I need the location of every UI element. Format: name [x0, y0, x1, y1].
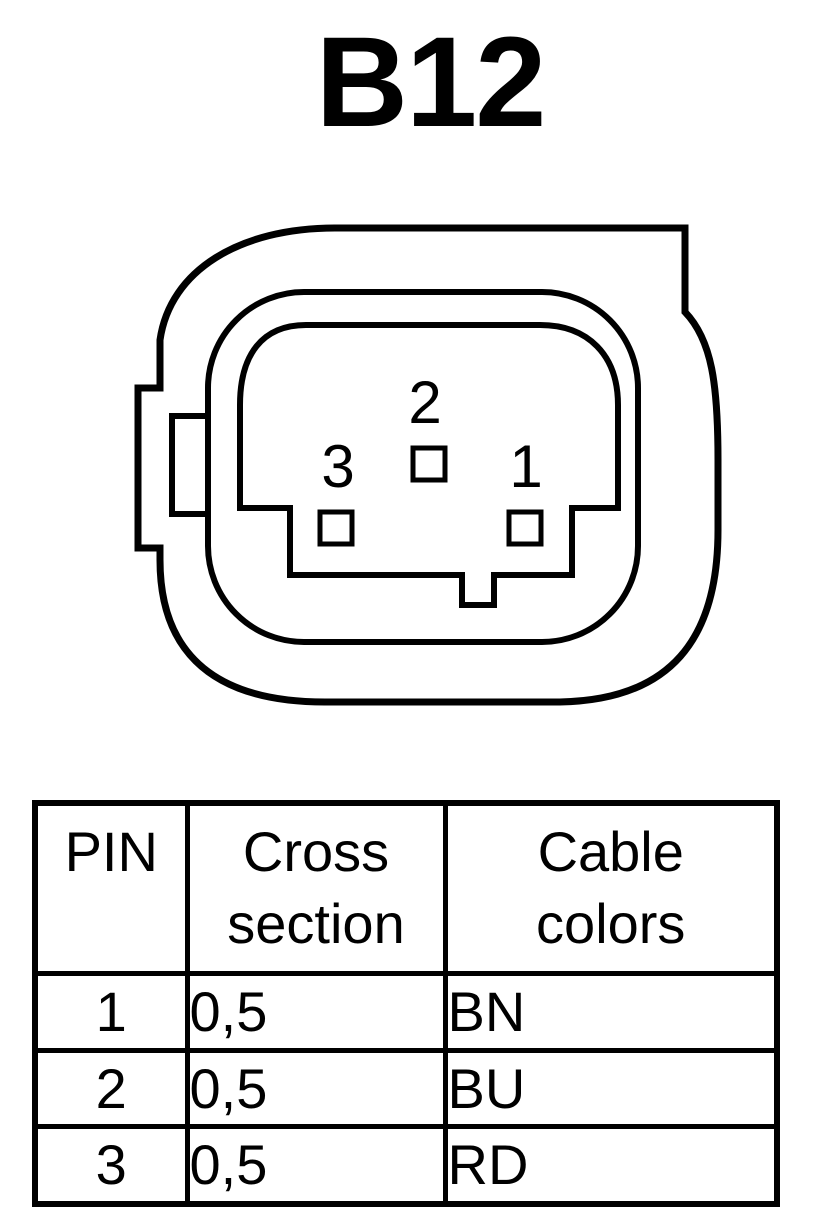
- housing-outline: [134, 224, 722, 706]
- pin-1-contact: [506, 509, 544, 547]
- cell-cross-section: 0,5: [184, 971, 448, 1053]
- connector-face-drawing: 2 3 1: [134, 224, 722, 706]
- cell-cross-section: 0,5: [184, 1047, 448, 1130]
- connector-title: B12: [315, 11, 547, 154]
- table-row: 3 0,5 RD: [32, 1124, 780, 1207]
- table-row: 1 0,5 BN: [32, 971, 780, 1053]
- pin-1-label: 1: [509, 433, 542, 500]
- cell-cross-section: 0,5: [184, 1124, 448, 1207]
- pin-assignment-table: PIN Cross section Cable colors 1 0,5 BN …: [32, 800, 780, 1208]
- pin-2-contact: [410, 445, 448, 483]
- pin-3-contact: [317, 509, 355, 547]
- cell-cable-color: RD: [442, 1124, 780, 1207]
- cell-pin: 2: [32, 1047, 190, 1130]
- latch-tab: [169, 413, 211, 517]
- contact-cavity: [237, 322, 621, 608]
- header-cross-section: Cross section: [184, 800, 448, 976]
- pin-3-label: 3: [321, 433, 354, 500]
- cell-cable-color: BU: [442, 1047, 780, 1130]
- pin-2-label: 2: [408, 369, 441, 436]
- cell-pin: 3: [32, 1124, 190, 1207]
- table-row: 2 0,5 BU: [32, 1047, 780, 1130]
- table-header-row: PIN Cross section Cable colors: [32, 800, 780, 976]
- cell-pin: 1: [32, 971, 190, 1053]
- header-cable-colors: Cable colors: [442, 800, 780, 976]
- header-pin: PIN: [32, 800, 190, 976]
- cell-cable-color: BN: [442, 971, 780, 1053]
- inner-shell: [205, 289, 641, 645]
